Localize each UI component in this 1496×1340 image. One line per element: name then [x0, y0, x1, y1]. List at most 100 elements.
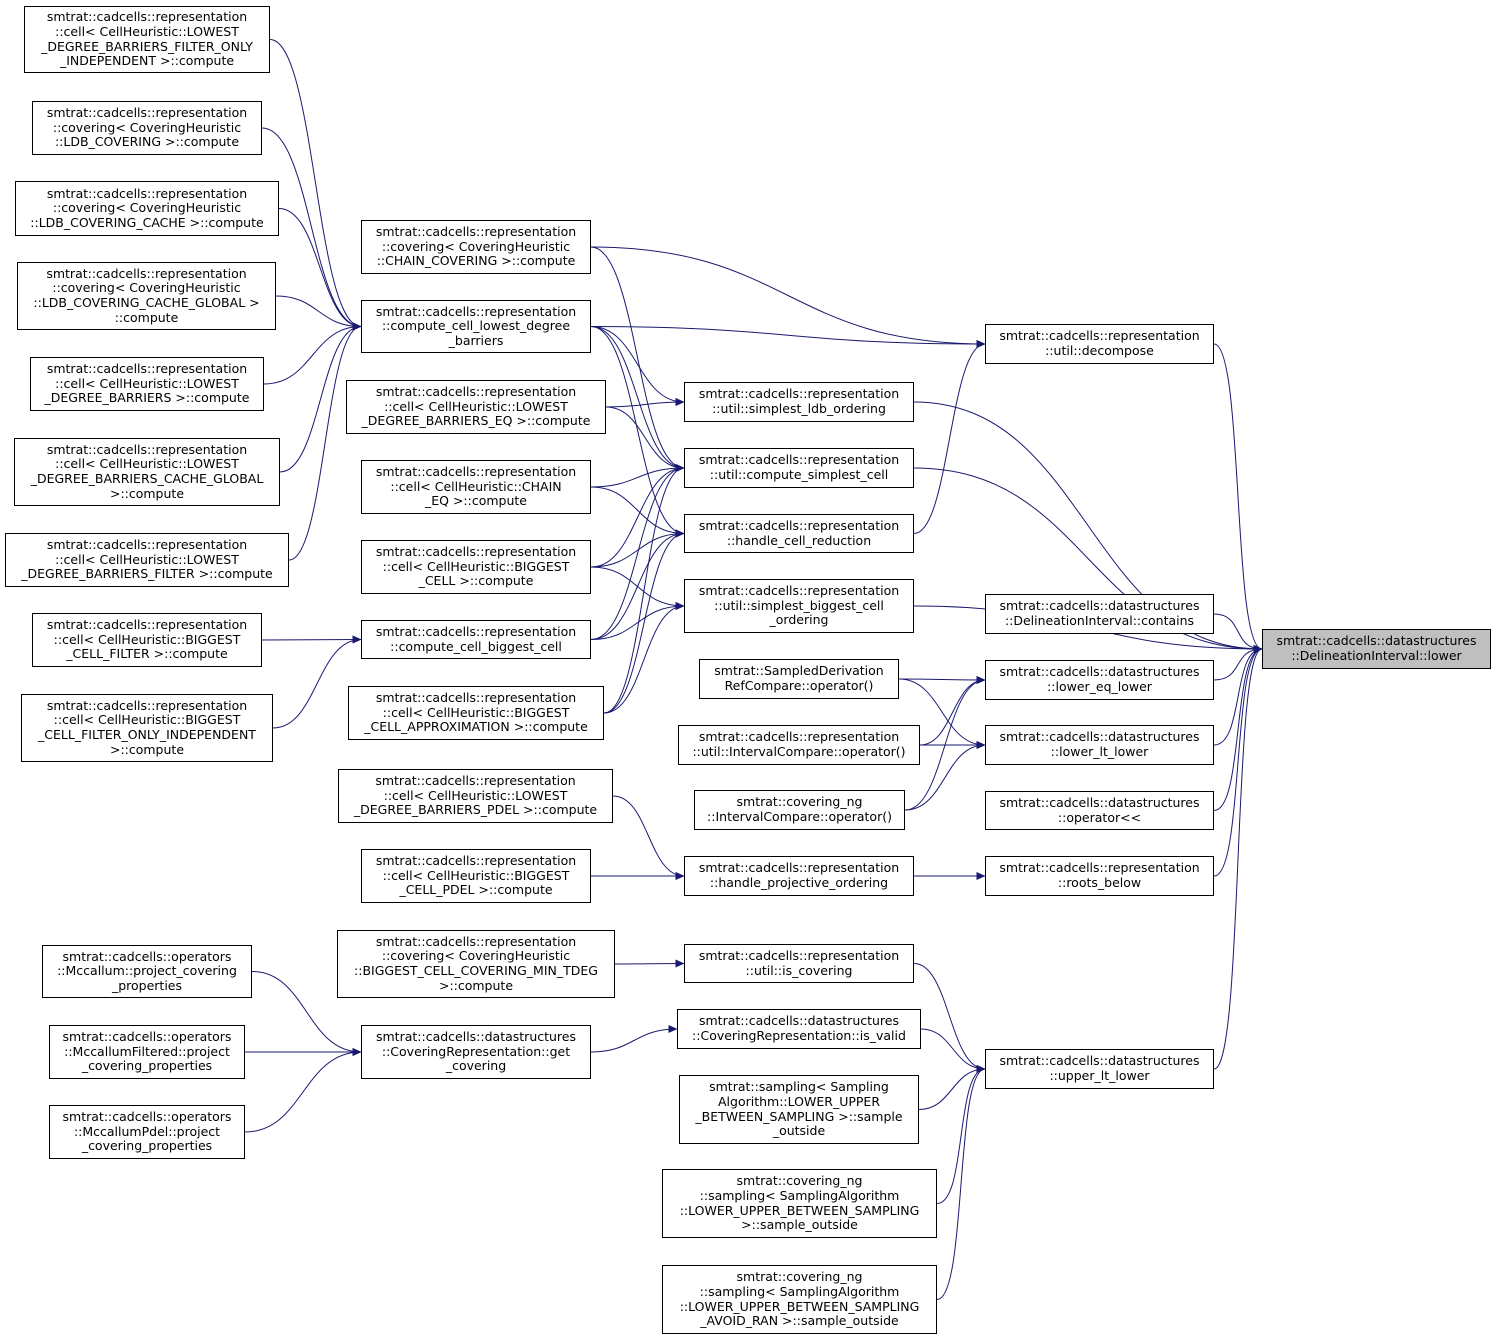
graph-node-n3[interactable]: smtrat::cadcells::representation::coveri… — [15, 181, 279, 236]
graph-node-n14[interactable]: smtrat::cadcells::representation::comput… — [361, 300, 591, 353]
graph-node-n11[interactable]: smtrat::cadcells::operators::MccallumFil… — [49, 1025, 245, 1079]
node-label-line: _BETWEEN_SAMPLING >::sample — [695, 1108, 903, 1124]
graph-node-n26[interactable]: smtrat::cadcells::representation::handle… — [684, 514, 914, 553]
node-label-line: ::compute_cell_lowest_degree — [381, 318, 571, 334]
node-label-line: _properties — [111, 977, 183, 993]
graph-node-n6[interactable]: smtrat::cadcells::representation::cell< … — [14, 438, 280, 506]
graph-node-n10[interactable]: smtrat::cadcells::operators::Mccallum::p… — [42, 945, 252, 998]
graph-node-n25[interactable]: smtrat::cadcells::representation::util::… — [684, 448, 914, 488]
node-label-line: ::DelineationInterval::lower — [1291, 648, 1462, 663]
node-label-line: ::covering< CoveringHeuristic — [52, 200, 242, 216]
edge-n19-to-n26 — [603, 529, 685, 714]
node-label-line: >::sample_outside — [741, 1217, 858, 1233]
edge-n14-to-n26 — [590, 326, 685, 538]
node-label-line: ::cell< CellHeuristic::BIGGEST — [382, 558, 570, 574]
edge-n43-to-target — [1213, 645, 1263, 1070]
edge-n35-to-n43 — [936, 1064, 986, 1204]
graph-node-n24[interactable]: smtrat::cadcells::representation::util::… — [684, 382, 914, 422]
graph-node-n16[interactable]: smtrat::cadcells::representation::cell< … — [361, 460, 591, 514]
graph-node-n33[interactable]: smtrat::cadcells::datastructures::Coveri… — [677, 1009, 921, 1049]
graph-node-n35[interactable]: smtrat::covering_ng::sampling< SamplingA… — [662, 1169, 937, 1238]
node-label-line: _CELL >::compute — [418, 573, 534, 589]
edge-n1-to-n14 — [269, 39, 362, 331]
node-label-line: smtrat::cadcells::datastructures — [375, 1029, 577, 1045]
graph-node-n31[interactable]: smtrat::cadcells::representation::handle… — [684, 856, 914, 896]
node-label-line: smtrat::cadcells::representation — [46, 617, 248, 633]
edge-n16-to-n26 — [590, 486, 685, 538]
node-label-line: >::compute — [109, 485, 185, 501]
edge-n37-to-target — [1213, 343, 1263, 653]
node-label-line: smtrat::cadcells::representation — [375, 303, 577, 319]
edge-n36-to-n43 — [936, 1065, 986, 1300]
node-label-line: smtrat::SampledDerivation — [714, 663, 884, 679]
edge-n7-to-n14 — [288, 322, 362, 561]
graph-node-n23[interactable]: smtrat::cadcells::datastructures::Coveri… — [361, 1025, 591, 1079]
graph-node-n42[interactable]: smtrat::cadcells::representation::roots_… — [985, 856, 1214, 896]
node-label-line: ::MccallumPdel::project — [73, 1123, 221, 1139]
edge-n25-to-target — [913, 467, 1263, 654]
graph-node-n29[interactable]: smtrat::cadcells::representation::util::… — [678, 725, 920, 765]
node-label-line: smtrat::cadcells::representation — [698, 386, 900, 402]
node-label-line: ::covering< CoveringHeuristic — [381, 948, 571, 964]
graph-node-n13[interactable]: smtrat::cadcells::representation::coveri… — [361, 220, 591, 274]
graph-node-n40[interactable]: smtrat::cadcells::datastructures::lower_… — [985, 725, 1214, 765]
node-label-line: _outside — [772, 1123, 826, 1139]
graph-node-n2[interactable]: smtrat::cadcells::representation::coveri… — [32, 101, 262, 155]
graph-node-n39[interactable]: smtrat::cadcells::datastructures::lower_… — [985, 660, 1214, 700]
graph-node-n22[interactable]: smtrat::cadcells::representation::coveri… — [337, 930, 615, 998]
graph-node-n36[interactable]: smtrat::covering_ng::sampling< SamplingA… — [662, 1265, 937, 1334]
graph-node-n1[interactable]: smtrat::cadcells::representation::cell< … — [24, 6, 270, 73]
node-label-line: smtrat::cadcells::operators — [62, 1029, 232, 1045]
node-label-line: smtrat::cadcells::representation — [375, 623, 577, 639]
graph-node-n43[interactable]: smtrat::cadcells::datastructures::upper_… — [985, 1049, 1214, 1089]
node-label-line: smtrat::cadcells::representation — [375, 853, 577, 869]
graph-node-n30[interactable]: smtrat::covering_ng::IntervalCompare::op… — [694, 790, 905, 830]
node-label-line: ::LDB_COVERING >::compute — [54, 134, 240, 150]
node-label-line: smtrat::cadcells::representation — [46, 441, 248, 457]
edge-n19-to-n27 — [603, 601, 685, 714]
edge-n6-to-n14 — [279, 322, 362, 473]
graph-node-n38[interactable]: smtrat::cadcells::datastructures::Deline… — [985, 594, 1214, 634]
edge-n17-to-n26 — [590, 529, 685, 568]
graph-node-n21[interactable]: smtrat::cadcells::representation::cell< … — [361, 849, 591, 903]
node-label-line: >::compute — [438, 977, 514, 993]
node-label-line: ::util::is_covering — [745, 962, 853, 978]
graph-node-n8[interactable]: smtrat::cadcells::representation::cell< … — [32, 613, 262, 667]
node-label-line: smtrat::cadcells::representation — [698, 860, 900, 876]
graph-node-n15[interactable]: smtrat::cadcells::representation::cell< … — [346, 380, 606, 434]
edge-n10-to-n23 — [251, 971, 362, 1057]
node-label-line: ::roots_below — [1057, 875, 1142, 890]
graph-node-n7[interactable]: smtrat::cadcells::representation::cell< … — [5, 533, 289, 587]
graph-node-n17[interactable]: smtrat::cadcells::representation::cell< … — [361, 540, 591, 594]
graph-node-n9[interactable]: smtrat::cadcells::representation::cell< … — [21, 694, 273, 762]
graph-node-n41[interactable]: smtrat::cadcells::datastructures::operat… — [985, 791, 1214, 830]
graph-node-n37[interactable]: smtrat::cadcells::representation::util::… — [985, 324, 1214, 364]
graph-node-n20[interactable]: smtrat::cadcells::representation::cell< … — [338, 769, 613, 823]
node-label-line: ::DelineationInterval::contains — [1004, 613, 1195, 628]
node-label-line: _CELL_FILTER >::compute — [66, 646, 228, 662]
node-label-line: smtrat::cadcells::operators — [62, 948, 232, 964]
graph-node-n5[interactable]: smtrat::cadcells::representation::cell< … — [30, 357, 264, 411]
node-label-line: ::util::IntervalCompare::operator() — [692, 744, 906, 759]
graph-node-n4[interactable]: smtrat::cadcells::representation::coveri… — [17, 262, 276, 330]
edge-n18-to-n25 — [590, 463, 685, 640]
node-label-line: _AVOID_RAN >::sample_outside — [700, 1313, 899, 1329]
graph-node-n19[interactable]: smtrat::cadcells::representation::cell< … — [348, 686, 604, 740]
graph-node-n27[interactable]: smtrat::cadcells::representation::util::… — [684, 579, 914, 633]
node-label-line: smtrat::sampling< Sampling — [709, 1079, 889, 1095]
edge-n29-to-n39 — [919, 675, 986, 746]
node-label-line: ::BIGGEST_CELL_COVERING_MIN_TDEG — [354, 963, 598, 978]
graph-node-n12[interactable]: smtrat::cadcells::operators::MccallumPde… — [49, 1105, 245, 1159]
edge-n15-to-n25 — [605, 406, 685, 473]
node-label-line: smtrat::covering_ng — [736, 1173, 863, 1189]
node-label-line: ::operator<< — [1057, 809, 1142, 825]
graph-node-n18[interactable]: smtrat::cadcells::representation::comput… — [361, 620, 591, 659]
graph-node-n32[interactable]: smtrat::cadcells::representation::util::… — [684, 944, 914, 983]
node-label-line: smtrat::cadcells::representation — [46, 185, 248, 201]
node-label-line: _DEGREE_BARRIERS_FILTER >::compute — [21, 566, 273, 582]
node-label-line: ::covering< CoveringHeuristic — [381, 238, 571, 254]
node-label-line: _DEGREE_BARRIERS_EQ >::compute — [361, 413, 591, 429]
node-label-line: ::IntervalCompare::operator() — [707, 809, 892, 824]
